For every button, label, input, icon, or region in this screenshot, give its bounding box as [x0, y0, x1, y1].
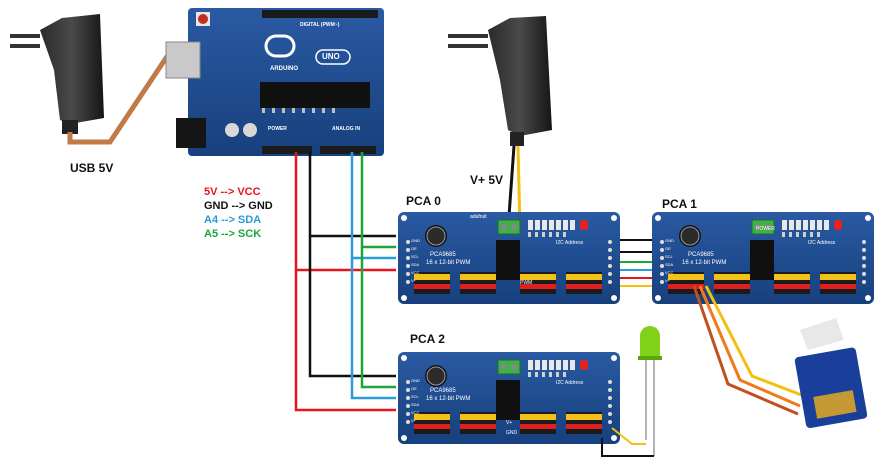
legend-vcc: 5V --> VCC — [204, 186, 261, 198]
pca0-label: PCA 0 — [406, 194, 441, 208]
pca2-pin-gnd: GND — [411, 378, 420, 383]
pca2-pin-sda: SDA — [411, 402, 420, 407]
pca1-address: I2C Address — [808, 240, 836, 246]
pca2-pin-oe: OE — [411, 386, 417, 391]
pca2-chip: PCA9685 — [430, 388, 456, 394]
pca1-pin-oe: OE — [665, 246, 671, 251]
pca1-pin-sda: SDA — [665, 262, 674, 267]
pca1-label: PCA 1 — [662, 197, 697, 211]
pca1-pin-vplus: V+ — [665, 278, 671, 283]
pca1-pin-gnd: GND — [665, 238, 674, 243]
pca0-subtitle: 16 x 12-bit PWM — [426, 260, 471, 266]
pca0-pin-sda: SDA — [411, 262, 420, 267]
legend-gnd: GND --> GND — [204, 200, 273, 212]
i2c-power-wires — [294, 152, 396, 412]
green-led — [601, 326, 662, 457]
servo-power-label: V+ 5V — [470, 173, 504, 187]
servo-power-adapter — [448, 16, 552, 146]
pca0-pwm: PWM — [520, 280, 533, 286]
pca0-pin-vcc: VCC — [411, 270, 420, 275]
pca2-pin-vcc: VCC — [411, 410, 420, 415]
pca0-address: I2C Address — [556, 240, 584, 246]
pca1-subtitle: 16 x 12-bit PWM — [682, 260, 727, 266]
pca0-pin-gnd: GND — [411, 238, 420, 243]
arduino-digital-header: DIGITAL (PWM~) — [300, 22, 340, 28]
legend-sck: A5 --> SCK — [204, 228, 262, 240]
pca0-brand: adafruit — [470, 214, 487, 220]
pca2-pin-vplus: V+ — [411, 418, 417, 423]
pca1-pin-vcc: VCC — [665, 270, 674, 275]
servo-motor — [692, 285, 868, 429]
pca2-subtitle: 16 x 12-bit PWM — [426, 396, 471, 402]
pca0-pin-scl: SCL — [411, 254, 419, 259]
pca2-label: PCA 2 — [410, 332, 445, 346]
arduino-analog-header: ANALOG IN — [332, 126, 361, 132]
pca0-chip: PCA9685 — [430, 252, 456, 258]
pca1-pin-scl: SCL — [665, 254, 673, 259]
pca2-gnd: GND — [506, 430, 518, 436]
pca2-vplus: V+ — [506, 420, 513, 426]
pca1-power: POWER — [756, 226, 775, 232]
pca2-pin-scl: SCL — [411, 394, 419, 399]
arduino-power-header: POWER — [268, 126, 287, 132]
arduino-uno-board — [165, 8, 384, 156]
legend-sda: A4 --> SDA — [204, 214, 262, 226]
pca-board-0 — [397, 211, 621, 305]
usb-power-adapter — [10, 14, 173, 145]
pca2-address: I2C Address — [556, 380, 584, 386]
pca0-pin-oe: OE — [411, 246, 417, 251]
chain-wires — [620, 239, 652, 287]
arduino-model: UNO — [322, 52, 340, 61]
pca1-chip: PCA9685 — [688, 252, 714, 258]
pca0-pin-vplus: V+ — [411, 278, 417, 283]
arduino-brand: ARDUINO — [270, 66, 298, 72]
usb-power-label: USB 5V — [70, 161, 114, 175]
